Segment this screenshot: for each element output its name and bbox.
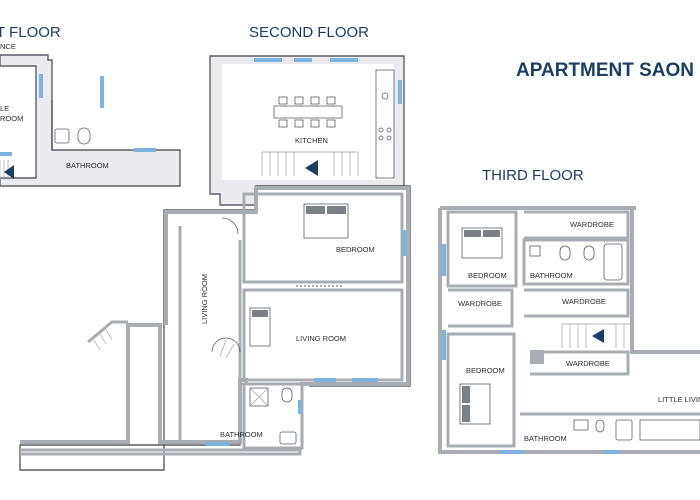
- toilet-icon: [595, 419, 605, 433]
- room-label-wardrobe-low: WARDROBE: [566, 359, 610, 368]
- sink-icon: [279, 431, 297, 445]
- sink-icon: [54, 128, 70, 144]
- room-label-little-living: LITTLE LIVING: [658, 395, 700, 404]
- bidet-icon: [583, 245, 595, 261]
- bed-icon: [303, 203, 349, 239]
- room-label-first-little-b: ROOM: [0, 114, 23, 123]
- stove-icon: [378, 127, 384, 133]
- bed-icon: [249, 307, 271, 347]
- room-label-second-bathroom: BATHROOM: [220, 430, 263, 439]
- stairs: [261, 151, 359, 176]
- room-label-third-bathroom-top: BATHROOM: [530, 271, 573, 280]
- room-label-first-little-a: LE: [0, 104, 9, 113]
- third-floor-plan: [438, 206, 700, 454]
- room-label-third-bathroom-bottom: BATHROOM: [524, 434, 567, 443]
- room-label-wardrobe-mid: WARDROBE: [562, 297, 606, 306]
- second-floor-plan: [19, 55, 411, 471]
- stairs: [87, 320, 128, 351]
- dining-table-icon: [273, 96, 343, 128]
- room-label-first-entrance: NCE: [0, 42, 16, 51]
- sink-icon: [573, 419, 589, 431]
- arrow-left-icon: [4, 165, 14, 179]
- shower-icon: [615, 419, 633, 441]
- arrow-left-icon: [305, 160, 318, 176]
- sink-icon: [529, 245, 541, 257]
- toilet-icon: [559, 245, 571, 261]
- stairs: [0, 160, 9, 180]
- sofa-icon: [639, 419, 700, 441]
- apartment-title: APARTMENT SAON: [516, 60, 694, 81]
- room-label-second-living: LIVING ROOM: [296, 334, 346, 343]
- first-floor-plan: [0, 54, 181, 187]
- third-floor-title: THIRD FLOOR: [482, 167, 584, 184]
- bed-icon: [459, 383, 491, 425]
- bathtub-icon: [603, 243, 623, 281]
- second-floor-title: SECOND FLOOR: [249, 24, 369, 41]
- first-floor-title: T FLOOR: [0, 24, 61, 41]
- room-label-third-bedroom-bottom: BEDROOM: [466, 366, 505, 375]
- toilet-icon: [77, 127, 91, 145]
- arrow-left-icon: [592, 329, 604, 343]
- room-label-first-bathroom: BATHROOM: [66, 161, 109, 170]
- toilet-icon: [281, 387, 293, 403]
- room-label-kitchen: KITCHEN: [295, 136, 328, 145]
- room-label-second-bedroom: BEDROOM: [336, 245, 375, 254]
- stairs: [561, 323, 630, 348]
- room-label-living-vertical: LIVING ROOM: [200, 274, 209, 324]
- room-label-wardrobe-left: WARDROBE: [458, 299, 502, 308]
- bed-icon: [461, 227, 503, 259]
- room-label-third-bedroom-top: BEDROOM: [468, 271, 507, 280]
- room-label-wardrobe-top: WARDROBE: [570, 220, 614, 229]
- sink-icon: [381, 92, 389, 100]
- kitchen-counter: [375, 69, 395, 179]
